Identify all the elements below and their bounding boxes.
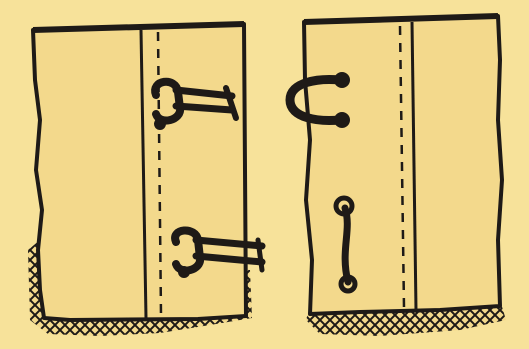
left-panel-fabric bbox=[33, 24, 246, 320]
right-fabric-panel bbox=[290, 16, 506, 336]
left-fabric-panel bbox=[28, 24, 262, 336]
